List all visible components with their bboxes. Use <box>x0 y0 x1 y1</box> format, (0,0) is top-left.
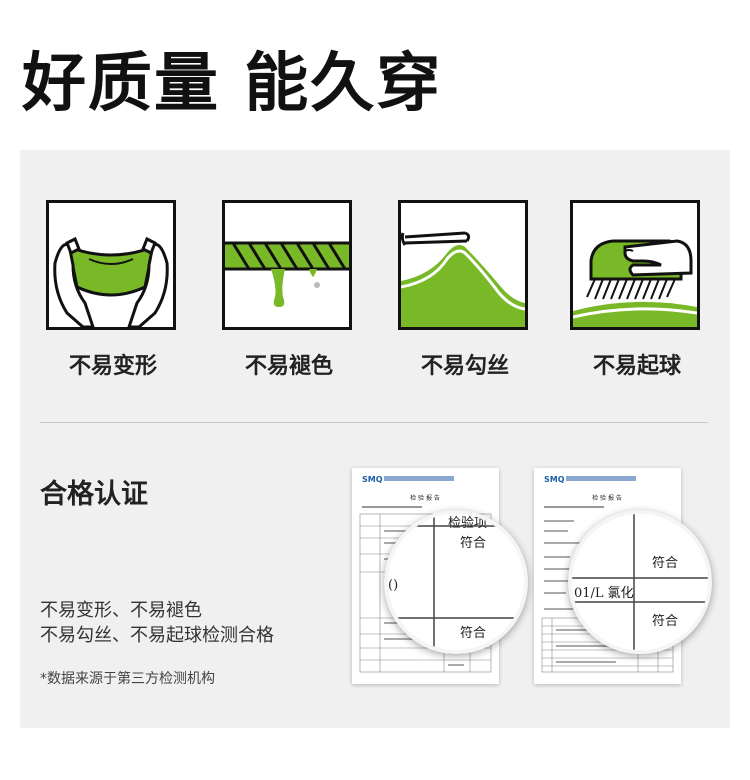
feature-no-snag: 不易勾丝 <box>398 200 532 380</box>
zoom-text: () <box>388 578 399 593</box>
content-panel: 不易变形 不易褪色 <box>20 150 730 728</box>
feature-no-deform: 不易变形 <box>46 200 180 380</box>
svg-text:SMQ: SMQ <box>362 475 383 484</box>
feature-label: 不易勾丝 <box>420 354 509 379</box>
certification-line-2: 不易勾丝、不易起球检测合格 <box>40 625 274 646</box>
svg-text:检 验 报 告: 检 验 报 告 <box>592 494 622 502</box>
feature-no-pilling: 不易起球 <box>570 200 704 380</box>
svg-text:检 验 报 告: 检 验 报 告 <box>410 494 440 502</box>
stretch-icon <box>46 200 176 330</box>
feature-no-fade: 不易褪色 <box>222 200 356 380</box>
feature-label: 不易褪色 <box>244 354 333 379</box>
section-divider <box>40 422 708 423</box>
report-1-zoom-lens: 检验项 符合 符合 () <box>384 510 528 654</box>
zoom-result-cell: 符合 <box>460 626 487 641</box>
zoom-text: 检验项 <box>448 516 488 531</box>
certification-title: 合格认证 <box>40 479 148 510</box>
dye-drip-icon <box>222 200 352 330</box>
feature-label: 不易变形 <box>68 354 157 379</box>
zoom-text: 01/L 氯化 <box>574 586 634 601</box>
page-headline: 好质量 能久穿 <box>22 47 443 121</box>
data-source-note: *数据来源于第三方检测机构 <box>40 671 215 687</box>
feature-label: 不易起球 <box>592 354 681 379</box>
snag-icon <box>398 200 528 330</box>
zoom-result-cell: 符合 <box>460 536 487 551</box>
report-2-zoom-lens: 符合 符合 01/L 氯化 <box>568 510 712 654</box>
zoom-result-cell: 符合 <box>652 614 679 629</box>
pilling-brush-icon <box>570 200 700 330</box>
zoom-result-cell: 符合 <box>652 556 679 571</box>
svg-text:SMQ: SMQ <box>544 475 565 484</box>
certification-line-1: 不易变形、不易褪色 <box>40 600 202 621</box>
